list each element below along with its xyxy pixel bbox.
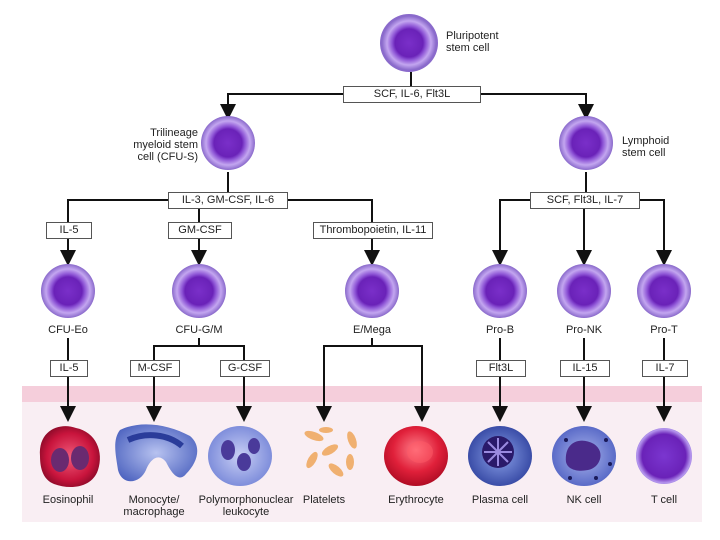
e-mega-label: E/Mega [353,324,391,336]
gmcsf-box: GM-CSF [168,222,232,239]
lymphoid-factors-box: SCF, Flt3L, IL-7 [530,192,640,209]
cfu-eo-label: CFU-Eo [48,324,88,336]
pro-nk-label: Pro-NK [565,324,603,336]
erythrocyte-label: Erythrocyte [388,494,444,506]
myeloid-label: Trilineage myeloid stem cell (CFU-S) [133,127,198,163]
cfu-gm-cell [172,264,226,318]
pro-t-cell [637,264,691,318]
cfu-gm-label: CFU-G/M [175,324,223,336]
lymphoid-stem-cell [559,116,613,170]
nk-cell-label: NK cell [566,494,602,506]
eosinophil-cell [39,426,100,488]
pmn-label: Polymorphonuclear leukocyte [198,494,294,518]
plasma-cell [468,426,532,486]
myeloid-factors-box: IL-3, GM-CSF, IL-6 [168,192,288,209]
il7-box: IL-7 [642,360,688,377]
pro-b-label: Pro-B [485,324,515,336]
platelets-label: Platelets [302,494,346,506]
il5-box-top: IL-5 [46,222,92,239]
thrombopoietin-box: Thrombopoietin, IL-11 [313,222,433,239]
myeloid-stem-cell [201,116,255,170]
pro-nk-cell [557,264,611,318]
stem-factors-box: SCF, IL-6, Flt3L [343,86,481,103]
plasma-cell-label: Plasma cell [471,494,529,506]
t-cell-label: T cell [650,494,678,506]
il15-box: IL-15 [560,360,610,377]
pro-b-cell [473,264,527,318]
t-cell [636,428,692,484]
erythrocyte-cell [384,426,448,486]
pmn-cell [208,426,272,486]
monocyte-label: Monocyte/ macrophage [123,494,185,518]
eosinophil-label: Eosinophil [42,494,94,506]
pluripotent-stem-cell [380,14,438,72]
cfu-eo-cell [41,264,95,318]
platelets-cells [304,427,357,477]
mcsf-box: M-CSF [130,360,180,377]
pluripotent-label: Pluripotent stem cell [446,30,499,54]
il5-box-bottom: IL-5 [50,360,88,377]
maturation-band [22,386,702,402]
monocyte-cell [115,424,198,482]
lymphoid-label: Lymphoid stem cell [622,135,670,159]
nk-cell [552,426,616,486]
e-mega-cell [345,264,399,318]
gcsf-box: G-CSF [220,360,270,377]
pro-t-label: Pro-T [650,324,678,336]
flt3l-box: Flt3L [476,360,526,377]
